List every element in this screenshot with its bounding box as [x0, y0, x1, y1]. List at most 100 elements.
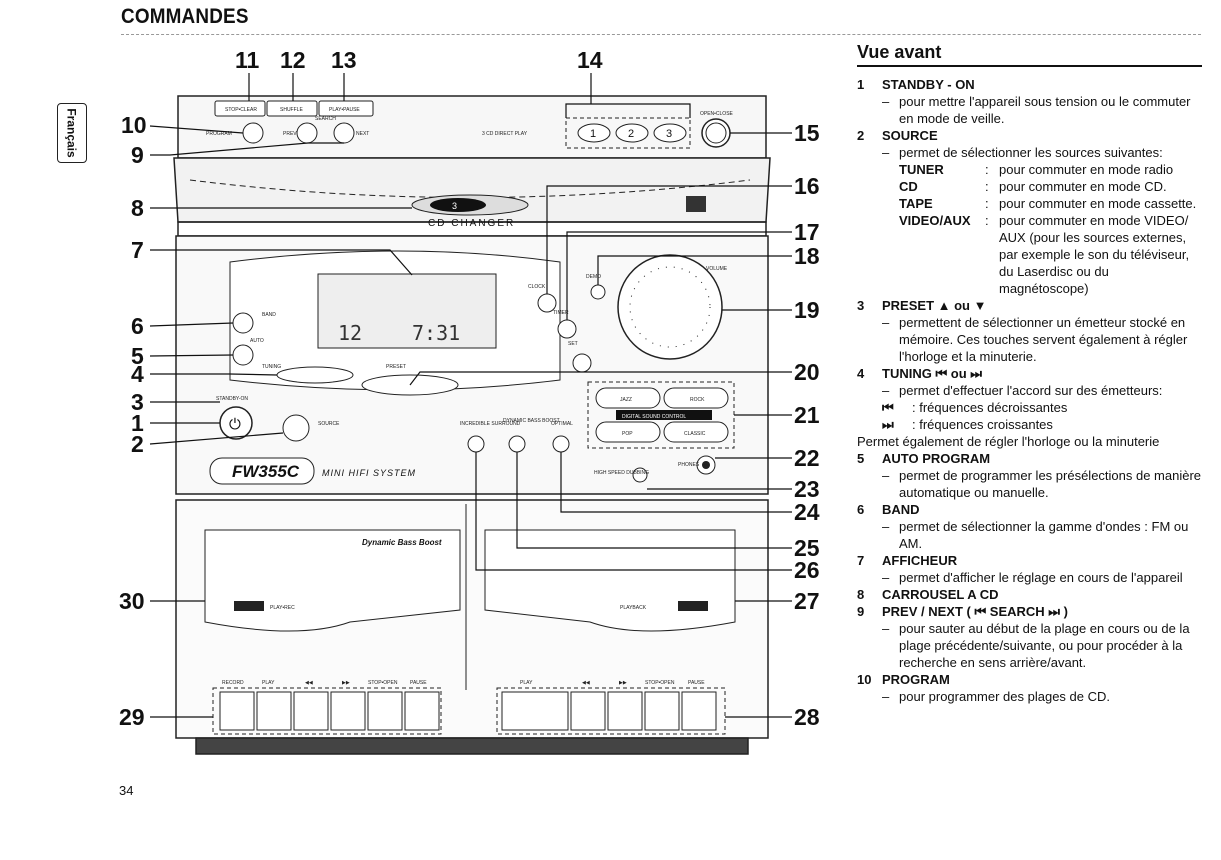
source-label: SOURCE: [318, 421, 340, 427]
item-number: 4: [857, 366, 865, 381]
section-title: Vue avant: [857, 43, 1202, 67]
timer-button[interactable]: [557, 319, 577, 339]
phones-label: PHONES: [678, 462, 700, 468]
cd-carousel: 3 CD CHANGER: [189, 179, 751, 229]
top-buttons: STOP•CLEAR SHUFFLE PLAY•PAUSE PROGRAM PR…: [206, 100, 734, 149]
cd-changer-label: CD CHANGER: [428, 218, 515, 229]
deck2-play-key[interactable]: [501, 691, 569, 731]
bass-boost-label: Dynamic Bass Boost: [362, 538, 442, 547]
item-description-text: pour programmer des plages de CD.: [899, 689, 1110, 704]
item-number: 10: [857, 672, 872, 687]
prev-label: PREV: [283, 131, 297, 137]
cd-direct-play-label: 3 CD DIRECT PLAY: [482, 131, 528, 137]
callout-number: 30: [119, 588, 145, 614]
svg-text:1: 1: [590, 128, 596, 140]
deck2-key-label: PAUSE: [688, 680, 705, 686]
cd-3-button[interactable]: [653, 123, 687, 143]
source-row: VIDEO/AUX:pour commuter en mode VIDEO/ A…: [857, 212, 1202, 297]
item-number: 5: [857, 451, 865, 466]
item-number: 9: [857, 604, 865, 619]
callout-number: 17: [794, 219, 820, 245]
band-label: BAND: [262, 312, 276, 318]
high-speed-dubbing-label: HIGH SPEED DUBBING: [594, 470, 649, 476]
set-on-off-button[interactable]: [572, 353, 592, 373]
item-description-text: permet d'afficher le réglage en cours de…: [899, 570, 1183, 585]
source-row: CD:pour commuter en mode CD.: [857, 178, 1202, 195]
item-title: AUTO PROGRAM: [882, 451, 991, 466]
optimal-button[interactable]: [552, 435, 570, 453]
dsc-jazz-button[interactable]: [595, 387, 661, 409]
callout-number: 13: [331, 47, 357, 73]
source-row: TAPE:pour commuter en mode cassette.: [857, 195, 1202, 212]
deck2-forward-key[interactable]: [607, 691, 643, 731]
auto-program-button[interactable]: [232, 344, 254, 366]
deck2-key-label: PLAY: [520, 680, 533, 686]
deck1-rewind-key[interactable]: [293, 691, 329, 731]
callout-number: 24: [794, 499, 820, 525]
item-description-text: permet de sélectionner la gamme d'ondes …: [899, 519, 1189, 551]
shuffle-button[interactable]: [266, 100, 318, 117]
dsc-pop-button[interactable]: [595, 421, 661, 443]
item-title: PRESET ▲ ou ▼: [882, 298, 987, 313]
item-description: –pour programmer des plages de CD.: [857, 688, 1202, 705]
dsc-rock-button[interactable]: [663, 387, 729, 409]
deck2-key-label: STOP•OPEN: [645, 680, 675, 686]
callout-number: 11: [235, 47, 260, 73]
stop-clear-button[interactable]: [214, 100, 266, 117]
item-extra-note: Permet également de régler l'horloge ou …: [857, 434, 1160, 449]
stop-clear-label: STOP•CLEAR: [225, 107, 257, 113]
item-description-text: permettent de sélectionner un émetteur s…: [899, 315, 1188, 364]
cd-1-button[interactable]: [577, 123, 611, 143]
deck1-key-label: PAUSE: [410, 680, 427, 686]
callout-number: 21: [794, 402, 820, 428]
svg-text:⏻: ⏻: [229, 415, 241, 433]
demo-button[interactable]: [590, 284, 606, 300]
dynamic-bass-boost-button[interactable]: [508, 435, 526, 453]
tuning-symbol: ⏮: [882, 400, 894, 415]
volume-knob[interactable]: [617, 254, 723, 360]
next-button[interactable]: [333, 122, 355, 144]
source-button[interactable]: [282, 414, 310, 442]
tuning-label: TUNING: [262, 364, 281, 370]
play-rec-label: PLAY•REC: [270, 605, 295, 611]
deck1-pause-key[interactable]: [404, 691, 440, 731]
item-number: 8: [857, 587, 865, 602]
deck1-forward-key[interactable]: [330, 691, 366, 731]
high-speed-dubbing-button[interactable]: [632, 467, 648, 483]
search-label: SEARCH: [315, 116, 336, 122]
play-pause-button[interactable]: [318, 100, 374, 117]
item-title: CARROUSEL A CD: [882, 587, 999, 602]
callout-number: 4: [131, 361, 144, 387]
callout-number: 6: [131, 313, 144, 339]
rock-label: ROCK: [690, 397, 705, 403]
prev-button[interactable]: [296, 122, 318, 144]
model-badge: [209, 457, 315, 485]
deck2-stop-key[interactable]: [644, 691, 680, 731]
deck1-record-key[interactable]: [219, 691, 255, 731]
program-button[interactable]: [242, 122, 264, 144]
cd-2-button[interactable]: [615, 123, 649, 143]
item-description-text: pour mettre l'appareil sous tension ou l…: [899, 94, 1191, 126]
source-description: pour commuter en mode cassette.: [999, 196, 1197, 211]
tuning-button[interactable]: [276, 366, 354, 384]
deck1-stop-key[interactable]: [367, 691, 403, 731]
amplifier-panel: 12 7:31 BAND AUTO TUNING PRESET CLOCK TI…: [209, 250, 735, 485]
deck2-rewind-key[interactable]: [570, 691, 606, 731]
item-title: TUNING ⏮ ou ⏭: [882, 366, 982, 381]
source-name: TUNER: [899, 162, 944, 177]
item-description: –permettent de sélectionner un émetteur …: [857, 314, 1202, 365]
deck2-key-label: ▶▶: [619, 680, 627, 686]
item-description-text: permet de programmer les présélections d…: [899, 468, 1202, 500]
lcd-display: [317, 273, 497, 349]
deck2-pause-key[interactable]: [681, 691, 717, 731]
incredible-surround-button[interactable]: [467, 435, 485, 453]
dsc-classic-button[interactable]: [663, 421, 729, 443]
item-number: 6: [857, 502, 865, 517]
item-description-text: permet de sélectionner les sources suiva…: [899, 145, 1163, 160]
deck1-play-key[interactable]: [256, 691, 292, 731]
band-button[interactable]: [232, 312, 254, 334]
